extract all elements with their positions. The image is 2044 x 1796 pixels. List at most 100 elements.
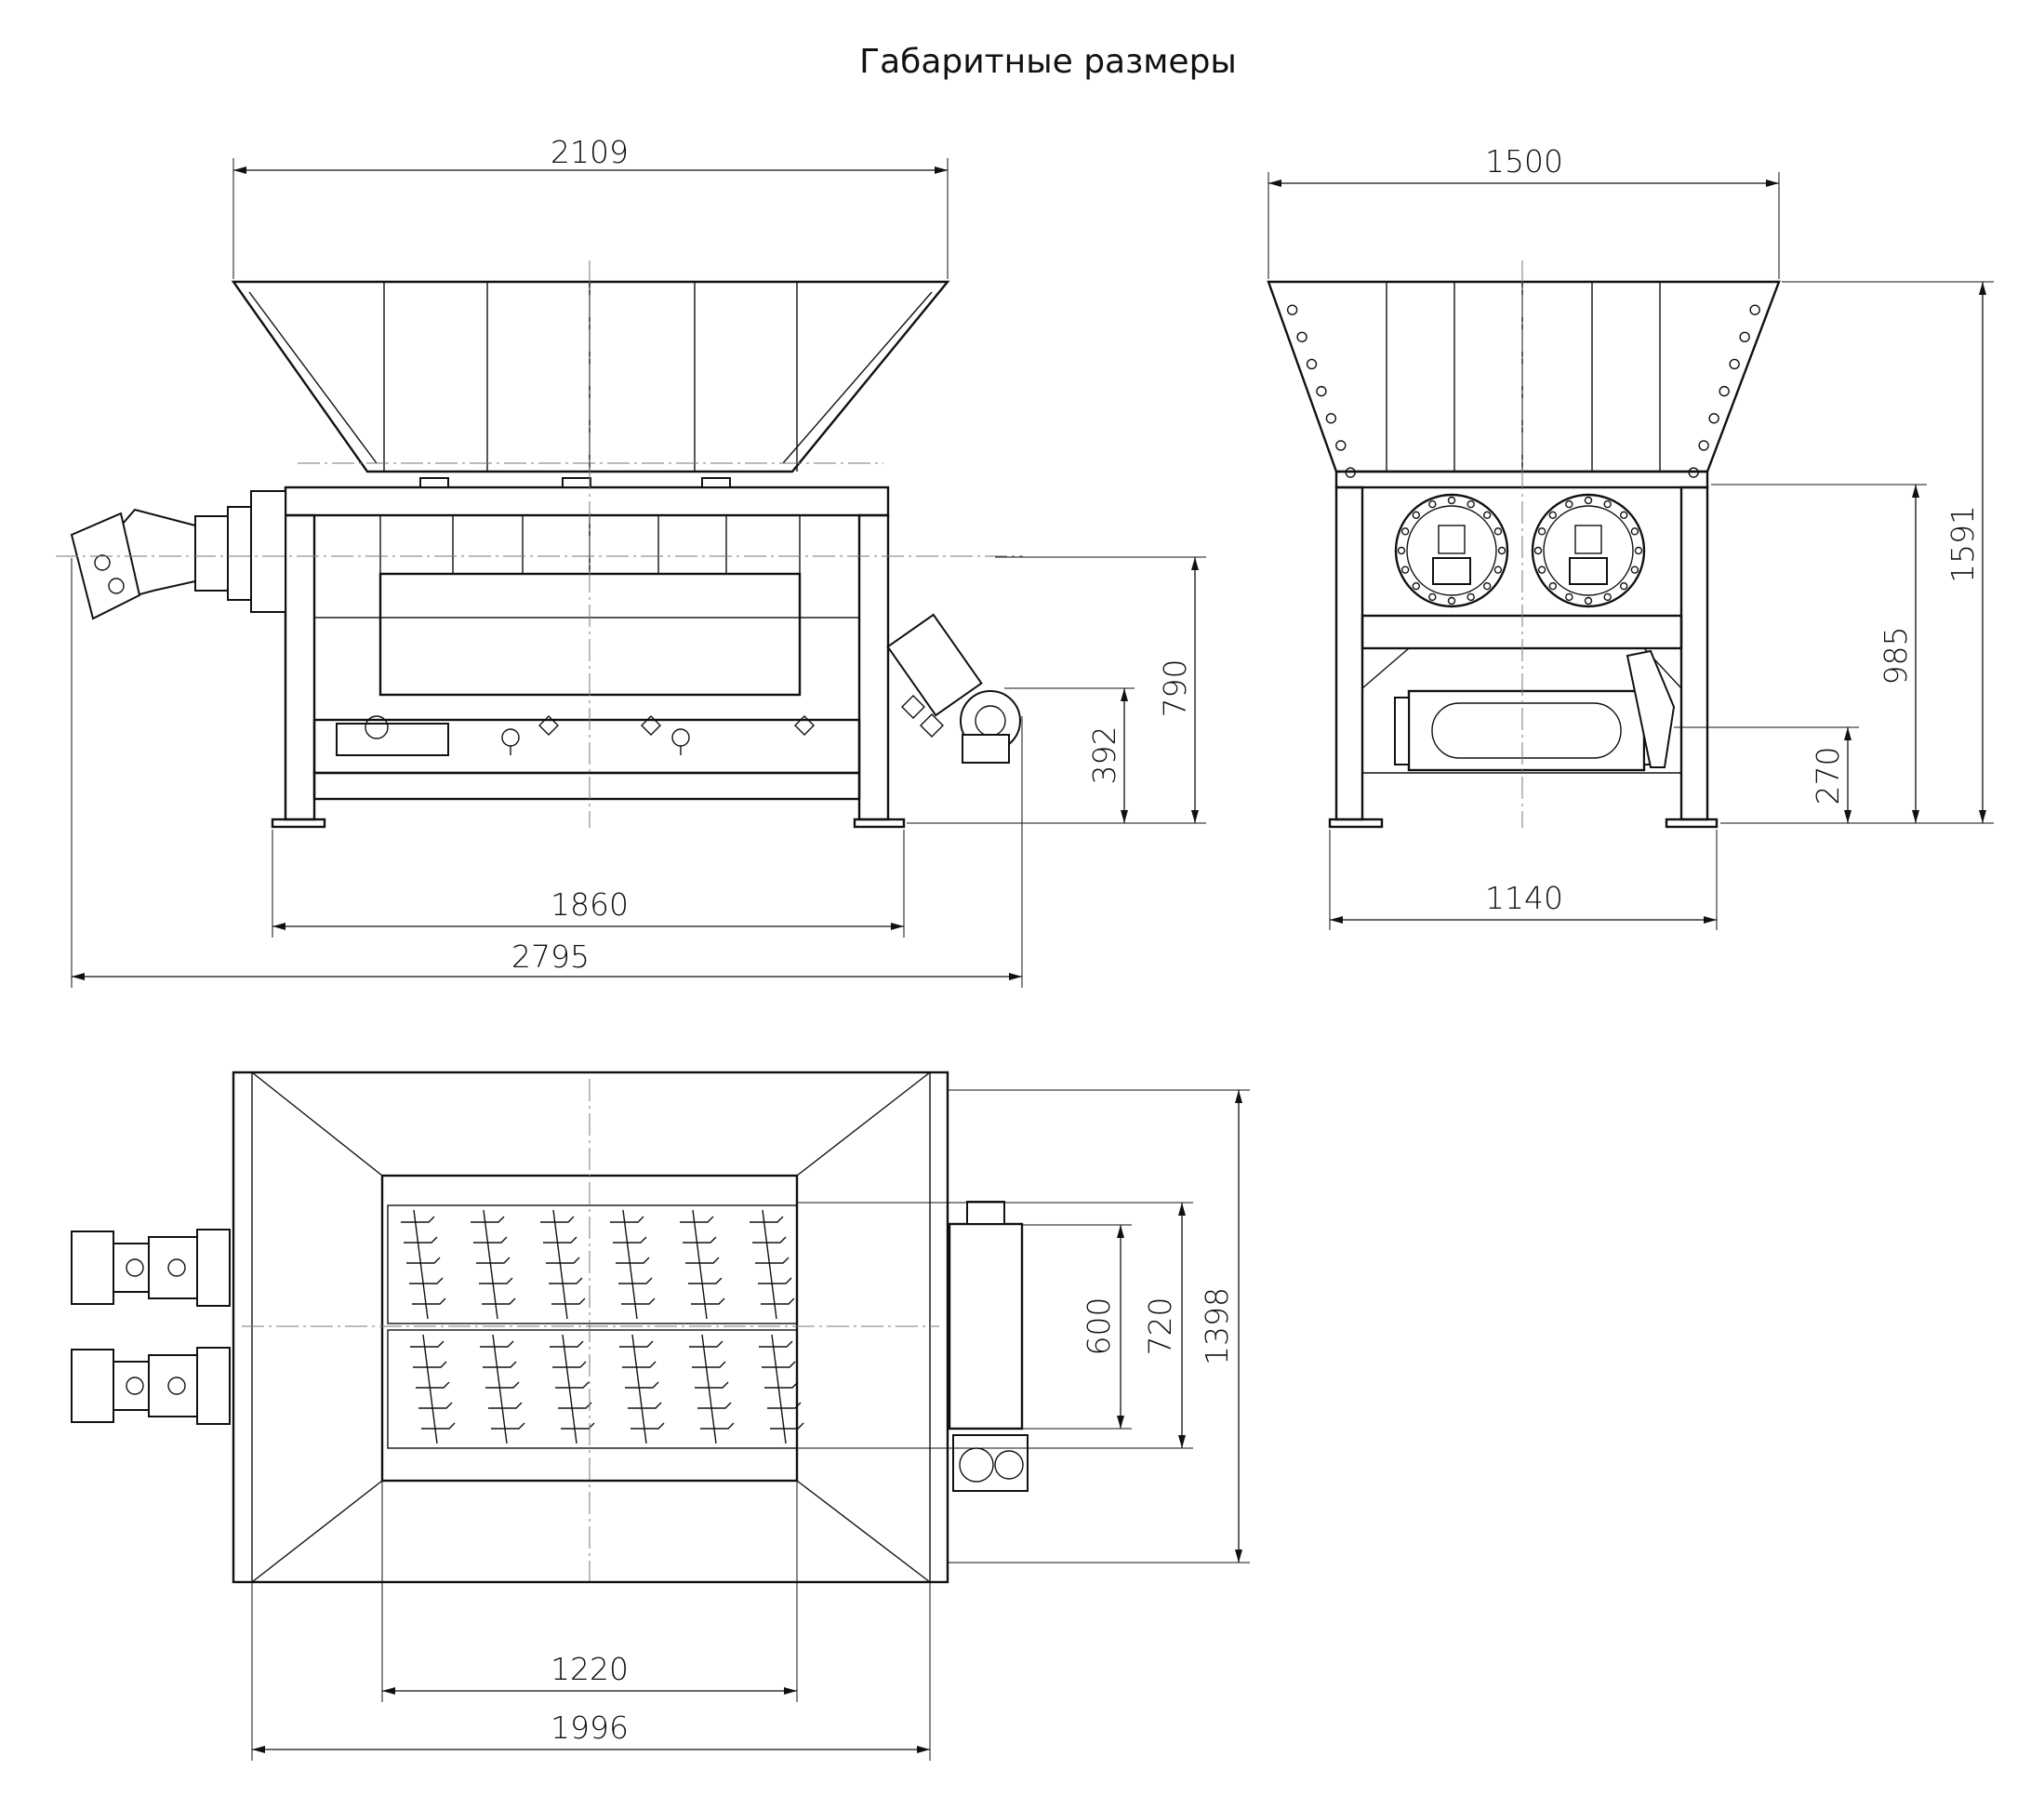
cutter-tooth [750,1216,784,1223]
flange-bolt [1412,581,1421,591]
svg-text:1500: 1500 [1485,143,1563,180]
front-dim-1860: 1860 [272,830,905,938]
cutter-tooth [488,1402,523,1409]
svg-text:985: 985 [1878,627,1914,685]
hopper-hole [1719,385,1730,397]
front-frame-top [284,486,890,517]
flange-bolt [1397,546,1406,555]
top-hydraulic-motor-lower [71,1347,231,1425]
flange-bolt [1482,581,1492,591]
cutter-tooth [689,1340,723,1348]
front-dim-2795: 2795 [71,558,1023,988]
flange-bolt [1493,527,1503,536]
side-dim-270: 270 [1674,726,1859,823]
flange-bolt [1603,592,1612,602]
flange-bolt [1619,581,1628,591]
flange-bolt [1565,592,1573,602]
cutter-tooth [550,1340,584,1348]
front-dim-2109: 2109 [232,134,949,279]
cutter-tooth [558,1402,592,1409]
flange-bolt [1447,496,1456,505]
front-view: 2109 1860 2795 790 392 [56,134,1206,988]
cutter-tooth [482,1297,516,1305]
flange-bolt [1428,499,1437,509]
cutter-tooth [618,1277,653,1284]
side-rotor-flange-right [1531,493,1646,608]
hopper-hole [1708,413,1719,424]
cutter-shaft [762,1209,777,1320]
svg-text:1140: 1140 [1485,880,1563,916]
cutter-shaft [483,1209,498,1320]
flange-bolt [1565,499,1573,509]
front-dim-392: 392 [1004,687,1135,823]
flange-bolt [1548,511,1558,520]
cutter-tooth [613,1236,647,1244]
cutter-shaft [631,1334,647,1444]
hopper-hole [1698,440,1709,451]
cutter-tooth [628,1402,662,1409]
cutter-tooth [695,1381,729,1389]
cutter-tooth [630,1422,665,1430]
cutter-tooth [621,1297,656,1305]
cutter-tooth [761,1297,795,1305]
cutter-tooth [555,1381,590,1389]
cutter-tooth [552,1361,587,1368]
side-dim-1591: 1591 [1720,281,1994,824]
cutter-tooth [543,1236,577,1244]
cutter-tooth [412,1297,446,1305]
cutter-tooth [416,1381,450,1389]
side-dim-1140: 1140 [1329,830,1718,930]
cutter-tooth [409,1277,444,1284]
cutter-tooth [688,1277,723,1284]
cutter-tooth [473,1236,508,1244]
svg-text:1220: 1220 [551,1651,629,1687]
cutter-shaft [692,1209,708,1320]
svg-text:2109: 2109 [551,134,629,170]
front-leg-left [284,513,316,821]
flange-bolt [1412,511,1421,520]
top-dim-1398: 1398 [948,1089,1250,1563]
cutter-tooth [485,1381,520,1389]
cutter-tooth [401,1216,435,1223]
flange-bolt [1634,546,1643,555]
flange-bolt [1400,527,1410,536]
cutter-tooth [680,1216,714,1223]
flange-bolt [1584,496,1593,505]
cutter-tooth [758,1277,792,1284]
cutter-tooth [413,1361,447,1368]
cutter-tooth [610,1216,644,1223]
side-leg-left [1334,486,1364,821]
cutter-tooth [483,1361,517,1368]
cutter-tooth [764,1381,799,1389]
cutter-shaft [622,1209,638,1320]
flange-bolt [1400,565,1410,574]
top-discharge-roller [948,1201,1029,1492]
cutter-tooth [471,1216,505,1223]
cutter-tooth [770,1422,804,1430]
cutter-tooth [683,1236,717,1244]
hopper-hole [1316,385,1327,397]
top-rotor-upper [387,1204,798,1324]
side-view: 1500 1140 1591 985 270 [1267,143,1994,930]
cutter-tooth [491,1422,525,1430]
top-rotor-lower [387,1329,798,1449]
hopper-hole [1739,331,1750,343]
front-gear-motor [886,613,1021,764]
cutter-shaft [771,1334,787,1444]
cutter-tooth [622,1361,657,1368]
side-dim-1500: 1500 [1268,143,1780,279]
svg-text:270: 270 [1810,747,1846,805]
side-rotor-flange-left [1394,493,1509,608]
flange-bolt [1467,592,1475,602]
cutter-tooth [404,1236,438,1244]
cutter-tooth [546,1257,580,1264]
top-dim-1996: 1996 [251,1582,931,1761]
hopper-hole [1749,304,1760,315]
cutter-tooth [410,1340,445,1348]
hopper-hole [1306,358,1318,370]
svg-text:1591: 1591 [1944,505,1981,583]
cutter-tooth [697,1402,732,1409]
cutter-tooth [692,1361,726,1368]
hopper-hole [1296,331,1307,343]
flange-bolt [1482,511,1492,520]
